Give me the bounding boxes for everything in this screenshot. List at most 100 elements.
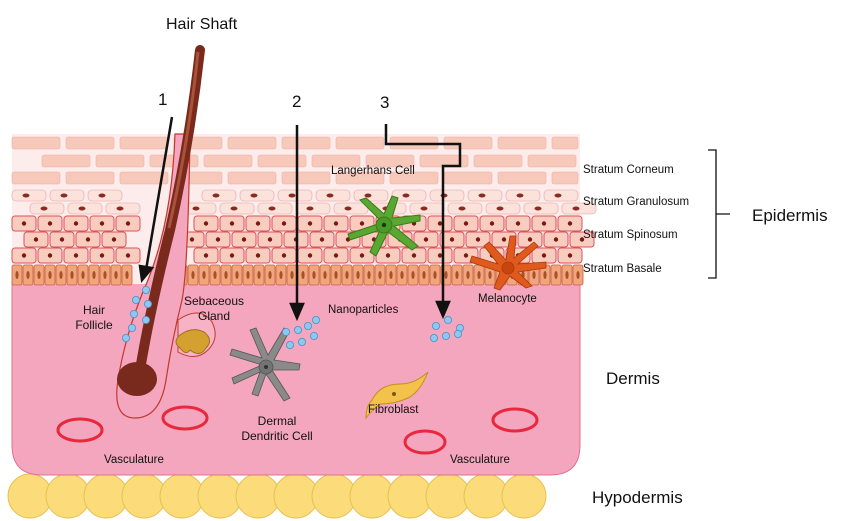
corneum-cell — [120, 137, 168, 149]
basale-nucleus — [411, 271, 414, 279]
basale-nucleus — [389, 271, 392, 279]
basale-nucleus — [26, 271, 29, 279]
granulosum-nucleus — [365, 194, 372, 198]
granulosum-nucleus — [61, 194, 68, 198]
corneum-cell — [552, 137, 578, 149]
nanoparticle — [444, 316, 451, 323]
granulosum-nucleus — [421, 207, 428, 211]
corneum-cell — [228, 137, 276, 149]
nanoparticle — [282, 328, 289, 335]
basale-nucleus — [543, 271, 546, 279]
basale-nucleus — [576, 271, 579, 279]
basale-nucleus — [290, 271, 293, 279]
spinosum-nucleus — [282, 253, 286, 257]
spinosum-nucleus — [48, 221, 52, 225]
nanoparticle — [304, 322, 311, 329]
basale-nucleus — [466, 271, 469, 279]
fibroblast-label: Fibroblast — [368, 404, 419, 416]
stratum-basale-label: Stratum Basale — [583, 263, 662, 275]
basale-nucleus — [301, 271, 304, 279]
basale-nucleus — [191, 271, 194, 279]
spinosum-nucleus — [256, 253, 260, 257]
spinosum-nucleus — [424, 237, 428, 241]
melanocyte-label: Melanocyte — [478, 293, 537, 305]
corneum-cell — [474, 155, 522, 167]
granulosum-nucleus — [403, 194, 410, 198]
spinosum-nucleus — [74, 221, 78, 225]
dermal-dendritic-cell-label: DermalDendritic Cell — [229, 414, 325, 444]
spinosum-nucleus — [438, 253, 442, 257]
granulosum-nucleus — [459, 207, 466, 211]
basale-nucleus — [378, 271, 381, 279]
granulosum-nucleus — [535, 207, 542, 211]
hypodermis-label: Hypodermis — [592, 488, 683, 508]
nanoparticle — [286, 341, 293, 348]
spinosum-nucleus — [438, 221, 442, 225]
granulosum-nucleus — [573, 207, 580, 211]
fat-cell — [502, 474, 546, 518]
granulosum-nucleus — [307, 207, 314, 211]
spinosum-nucleus — [230, 221, 234, 225]
epidermis-label: Epidermis — [752, 206, 828, 226]
corneum-cell — [282, 137, 330, 149]
granulosum-nucleus — [213, 194, 220, 198]
corneum-cell — [66, 172, 114, 184]
fat-cell — [46, 474, 90, 518]
corneum-cell — [204, 155, 252, 167]
basale-nucleus — [268, 271, 271, 279]
spinosum-nucleus — [490, 221, 494, 225]
fat-cell — [426, 474, 470, 518]
spinosum-nucleus — [268, 237, 272, 241]
basale-nucleus — [81, 271, 84, 279]
nanoparticle — [312, 316, 319, 323]
epidermis-bracket — [708, 150, 730, 278]
granulosum-nucleus — [289, 194, 296, 198]
spinosum-nucleus — [204, 221, 208, 225]
corneum-cell — [258, 155, 306, 167]
spinosum-nucleus — [34, 237, 38, 241]
route-1-label: 1 — [158, 90, 167, 110]
nanoparticle — [454, 330, 461, 337]
fat-cell — [8, 474, 52, 518]
spinosum-nucleus — [542, 221, 546, 225]
spinosum-nucleus — [450, 237, 454, 241]
hair-shaft-label: Hair Shaft — [166, 16, 237, 34]
spinosum-nucleus — [60, 237, 64, 241]
fat-cell — [312, 474, 356, 518]
spinosum-nucleus — [334, 253, 338, 257]
spinosum-nucleus — [86, 237, 90, 241]
sebaceous-gland-label: SebaceousGland — [180, 294, 248, 324]
spinosum-nucleus — [568, 221, 572, 225]
fat-cell — [84, 474, 128, 518]
basale-nucleus — [257, 271, 260, 279]
basale-nucleus — [488, 271, 491, 279]
corneum-cell — [12, 137, 60, 149]
corneum-cell — [282, 172, 330, 184]
basale-nucleus — [312, 271, 315, 279]
spinosum-nucleus — [464, 253, 468, 257]
granulosum-nucleus — [99, 194, 106, 198]
corneum-cell — [228, 172, 276, 184]
nanoparticle — [298, 338, 305, 345]
basale-nucleus — [565, 271, 568, 279]
spinosum-nucleus — [100, 221, 104, 225]
nanoparticle — [144, 300, 151, 307]
granulosum-nucleus — [479, 194, 486, 198]
route-2-label: 2 — [292, 92, 301, 112]
basale-nucleus — [37, 271, 40, 279]
vessel — [58, 419, 102, 441]
spinosum-nucleus — [542, 253, 546, 257]
corneum-cell — [528, 155, 576, 167]
route-3-label: 3 — [380, 93, 389, 113]
fat-cell — [388, 474, 432, 518]
nanoparticle — [430, 334, 437, 341]
fat-cell — [464, 474, 508, 518]
spinosum-nucleus — [74, 253, 78, 257]
spinosum-nucleus — [308, 253, 312, 257]
spinosum-nucleus — [204, 253, 208, 257]
basale-nucleus — [323, 271, 326, 279]
nanoparticle — [310, 332, 317, 339]
spinosum-nucleus — [112, 237, 116, 241]
hair-bulb — [117, 362, 157, 396]
